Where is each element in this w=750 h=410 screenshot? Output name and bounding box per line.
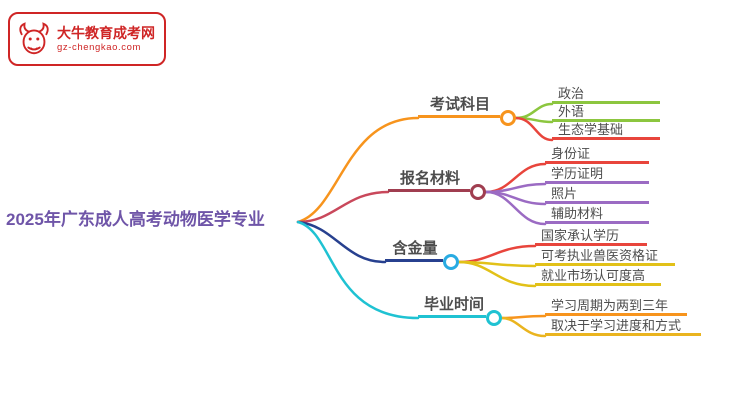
branch-connector-application-materials <box>296 190 390 224</box>
child-node-photo: 照片 <box>545 186 649 204</box>
child-connector-politics <box>514 102 554 120</box>
logo-subtitle: gz-chengkao.com <box>57 41 141 53</box>
branch-connector-value <box>296 220 387 264</box>
branch-node-circle-graduation-time <box>486 310 502 326</box>
child-node-vet-license-eligible: 可考执业兽医资格证 <box>535 248 675 266</box>
child-connector-state-recognized-degree <box>457 244 537 264</box>
child-connector-depends-on-pace <box>500 316 547 338</box>
logo-text: 大牛教育成考网 gz-chengkao.com <box>57 25 155 54</box>
branch-connector-exam-subjects <box>296 116 420 224</box>
child-connector-education-certificate <box>484 182 547 194</box>
bull-icon <box>19 22 49 55</box>
child-node-study-period: 学习周期为两到三年 <box>545 298 687 316</box>
branch-node-circle-value <box>443 254 459 270</box>
logo-title: 大牛教育成考网 <box>57 24 155 41</box>
branch-label-application-materials: 报名材料 <box>388 168 470 192</box>
logo: 大牛教育成考网 gz-chengkao.com <box>8 12 166 66</box>
child-connector-study-period <box>500 314 547 320</box>
branch-label-exam-subjects: 考试科目 <box>418 94 500 118</box>
branch-node-circle-exam-subjects <box>500 110 516 126</box>
branch-label-value: 含金量 <box>385 238 443 262</box>
child-node-id-card: 身份证 <box>545 146 649 164</box>
child-connector-supporting-materials <box>484 190 547 226</box>
child-node-ecology-basics: 生态学基础 <box>552 122 660 140</box>
child-node-job-market-recognition: 就业市场认可度高 <box>535 268 661 286</box>
branch-connector-graduation-time <box>296 220 420 320</box>
branch-label-graduation-time: 毕业时间 <box>418 294 486 318</box>
child-node-politics: 政治 <box>552 86 660 104</box>
child-connector-job-market-recognition <box>457 260 537 288</box>
child-node-depends-on-pace: 取决于学习进度和方式 <box>545 318 701 336</box>
central-topic: 2025年广东成人高考动物医学专业 <box>6 210 265 229</box>
child-node-education-certificate: 学历证明 <box>545 166 649 184</box>
child-node-state-recognized-degree: 国家承认学历 <box>535 228 647 246</box>
branch-node-circle-application-materials <box>470 184 486 200</box>
child-node-supporting-materials: 辅助材料 <box>545 206 649 224</box>
child-connector-ecology-basics <box>514 116 554 142</box>
child-node-foreign-language: 外语 <box>552 104 660 122</box>
